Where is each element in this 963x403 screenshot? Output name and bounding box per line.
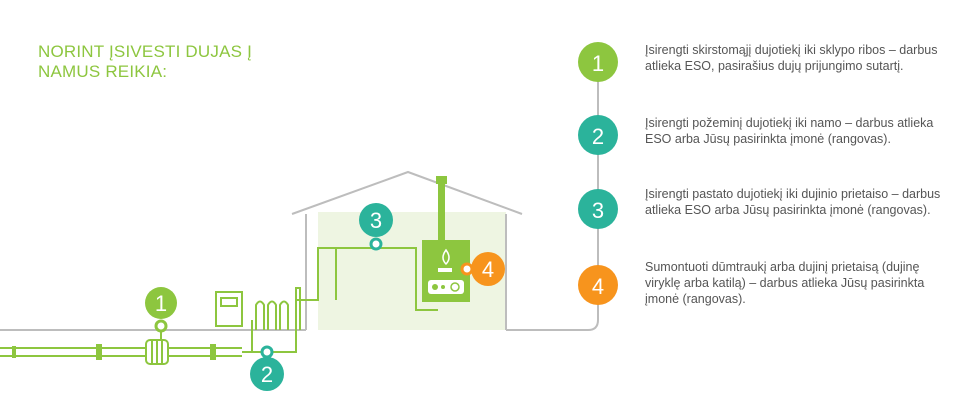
step-4-text: Sumontuoti dūmtraukį arba dujinį prietai…	[645, 260, 925, 306]
diagram-badge-2-label: 2	[261, 362, 273, 387]
title-line-2: NAMUS REIKIA:	[38, 62, 168, 81]
flame-icon	[442, 248, 450, 266]
step-2-text: Įsirengti požeminį dujotiekį iki namo – …	[645, 116, 934, 146]
list-badge-4	[578, 265, 618, 305]
connector-line	[506, 50, 599, 331]
diagram-badges: 1 2 3 4	[145, 203, 505, 391]
diagram-badge-3	[359, 203, 393, 237]
list-badge-1	[578, 42, 618, 82]
list-badge-3-label: 3	[592, 198, 604, 223]
underground-pipe	[0, 326, 242, 365]
title-line-1: NORINT ĮSIVESTI DUJAS Į	[38, 42, 252, 61]
connector-dots	[154, 237, 474, 359]
diagram-badge-1	[145, 287, 177, 319]
house-roof	[291, 170, 523, 215]
list-badge-1-label: 1	[592, 51, 604, 76]
list-badge-2-label: 2	[592, 124, 604, 149]
list-badge-4-label: 4	[592, 274, 604, 299]
diagram-badge-4	[471, 252, 505, 286]
diagram-badge-2	[250, 357, 284, 391]
house	[291, 170, 523, 330]
step-3-text: Įsirengti pastato dujotiekį iki dujinio …	[645, 187, 941, 217]
gas-boiler	[422, 176, 470, 302]
page-title: NORINT ĮSIVESTI DUJAS Į NAMUS REIKIA:	[38, 42, 358, 82]
diagram-badge-4-label: 4	[482, 257, 494, 282]
list-badge-3	[578, 189, 618, 229]
step-1-text: Įsirengti skirstomąjį dujotiekį iki skly…	[645, 43, 938, 73]
meter-cabinet	[215, 287, 301, 353]
diagram-badge-1-label: 1	[155, 291, 167, 316]
list-badge-2	[578, 115, 618, 155]
list-badges: 1 2 3 4	[578, 42, 618, 305]
diagram-badge-3-label: 3	[370, 208, 382, 233]
